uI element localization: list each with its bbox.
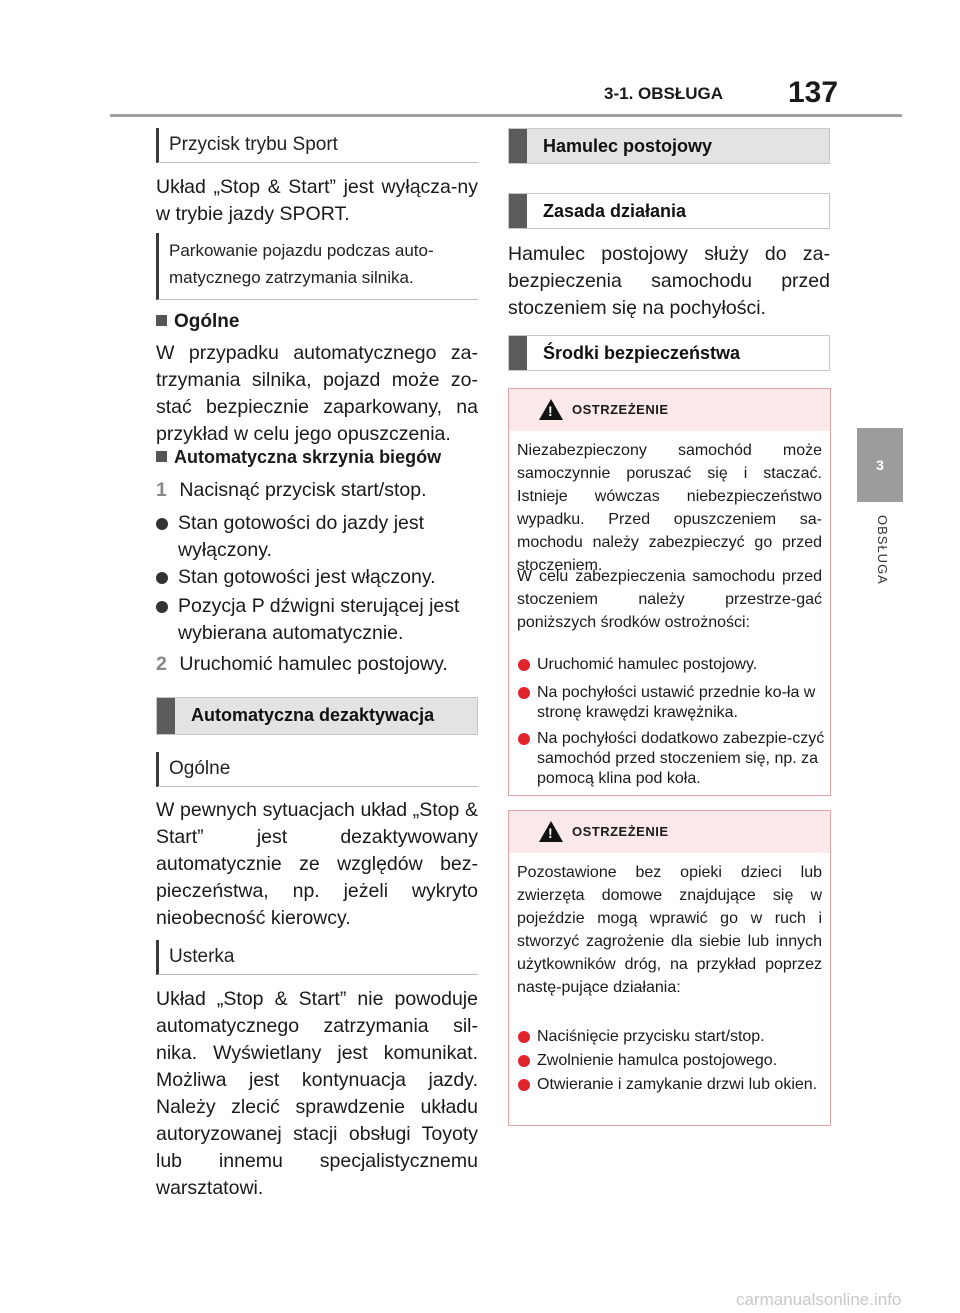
sport-paragraph: Układ „Stop & Start” jest wyłącza-ny w t…	[156, 176, 478, 225]
heading-bar	[157, 698, 175, 734]
footer-watermark[interactable]: carmanualsonline.info	[736, 1290, 902, 1309]
header-divider	[110, 114, 902, 117]
heading-bar	[509, 129, 527, 163]
parking-subheading: Parkowanie pojazdu podczas auto-matyczne…	[156, 233, 478, 300]
warning-paragraph: W celu zabezpieczenia samochodu przed st…	[517, 568, 822, 631]
heading-bar	[509, 336, 527, 370]
general-subheading: Ogólne	[156, 752, 478, 787]
warning-title: OSTRZEŻENIE	[572, 824, 669, 839]
deactivation-paragraph: W pewnych sytuacjach układ „Stop & Start…	[156, 799, 478, 929]
chapter-tab: 3	[857, 428, 903, 502]
bullet-dot-icon	[518, 1031, 530, 1043]
warning-bullet: Otwieranie i zamykanie drzwi lub okien.	[517, 1075, 827, 1095]
warning-box: OSTRZEŻENIE Niezabezpieczony samochód mo…	[508, 388, 831, 796]
warning-bullet: Na pochyłości ustawić przednie ko-ła w s…	[517, 683, 827, 723]
warning-icon	[539, 399, 563, 420]
principle-heading: Zasada działania	[508, 193, 830, 229]
warning-icon	[539, 821, 563, 842]
chapter-tab-label: OBSŁUGA	[875, 515, 890, 585]
general-heading: Ogólne	[156, 311, 239, 333]
sport-subheading: Przycisk trybu Sport	[156, 128, 478, 163]
bullet-item: Stan gotowości do jazdy jest wyłączony.	[156, 510, 478, 564]
safety-heading: Środki bezpieczeństwa	[508, 335, 830, 371]
square-bullet-icon	[156, 315, 167, 326]
square-bullet-icon	[156, 451, 167, 462]
bullet-dot-icon	[156, 572, 168, 584]
step-number: 2	[156, 653, 167, 675]
warning-bullet: Zwolnienie hamulca postojowego.	[517, 1051, 827, 1071]
step-1: 1 Nacisnąć przycisk start/stop.	[156, 477, 478, 504]
heading-bar	[509, 194, 527, 228]
bullet-dot-icon	[518, 659, 530, 671]
bullet-dot-icon	[156, 601, 168, 613]
bullet-dot-icon	[156, 518, 168, 530]
fault-paragraph: Układ „Stop & Start” nie powoduje automa…	[156, 988, 478, 1199]
bullet-dot-icon	[518, 733, 530, 745]
warning-title: OSTRZEŻENIE	[572, 402, 669, 417]
deactivation-heading: Automatyczna dezaktywacja	[156, 697, 478, 735]
warning-paragraph: Pozostawione bez opieki dzieci lub zwier…	[517, 864, 822, 996]
auto-gear-heading: Automatyczna skrzynia biegów	[156, 447, 441, 468]
warning-box: OSTRZEŻENIE Pozostawione bez opieki dzie…	[508, 810, 831, 1126]
parking-brake-heading: Hamulec postojowy	[508, 128, 830, 164]
step-number: 1	[156, 479, 167, 501]
bullet-dot-icon	[518, 687, 530, 699]
general-paragraph: W przypadku automatycznego za-trzymania …	[156, 342, 478, 445]
bullet-item: Pozycja P dźwigni sterującej jest wybier…	[156, 593, 478, 647]
bullet-dot-icon	[518, 1079, 530, 1091]
warning-bullet: Na pochyłości dodatkowo zabezpie-czyć sa…	[517, 729, 827, 789]
step-2: 2 Uruchomić hamulec postojowy.	[156, 651, 478, 678]
warning-paragraph: Niezabezpieczony samochód może samoczynn…	[517, 442, 822, 574]
warning-bullet: Naciśnięcie przycisku start/stop.	[517, 1027, 827, 1047]
bullet-dot-icon	[518, 1055, 530, 1067]
section-title: 3-1. OBSŁUGA	[604, 84, 724, 103]
warning-bullet: Uruchomić hamulec postojowy.	[517, 655, 827, 675]
fault-subheading: Usterka	[156, 940, 478, 975]
principle-paragraph: Hamulec postojowy służy do za-bezpieczen…	[508, 243, 830, 319]
page-number: 137	[788, 76, 839, 109]
bullet-item: Stan gotowości jest włączony.	[156, 564, 478, 591]
